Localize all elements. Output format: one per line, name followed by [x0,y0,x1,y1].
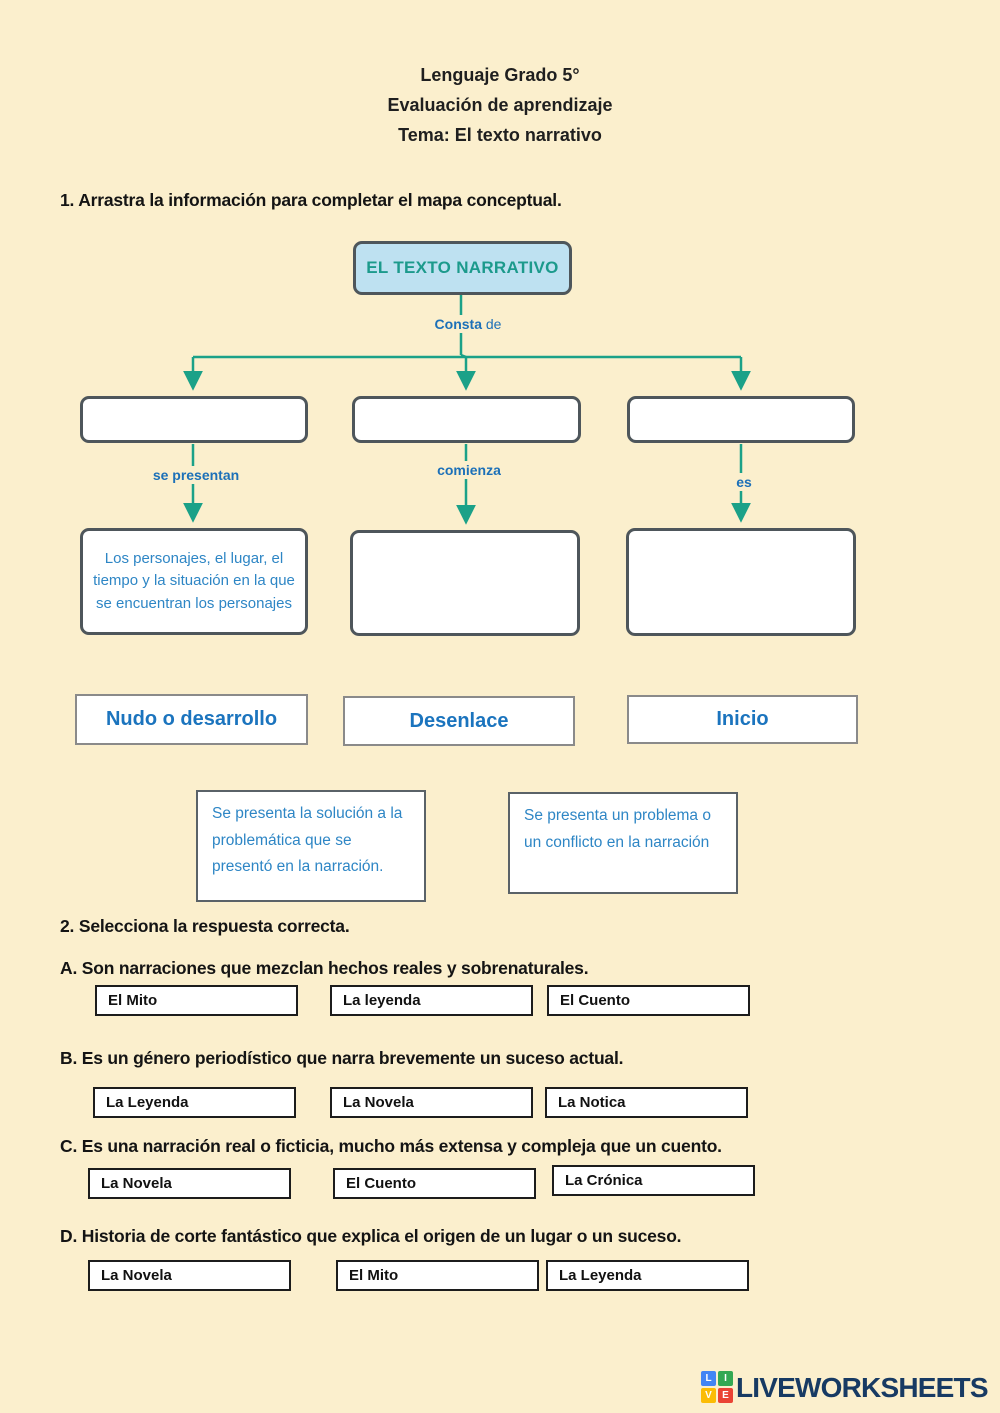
draggable-nudo-o-desarrollo[interactable]: Nudo o desarrollo [75,694,308,745]
drop-zone-stage-3[interactable] [627,396,855,443]
question-c-option-2[interactable]: El Cuento [333,1168,536,1199]
header-topic: Tema: El texto narrativo [398,125,602,145]
question-a-option-3[interactable]: El Cuento [547,985,750,1016]
connector-label-comienza: comienza [396,461,542,479]
logo-square-l: L [701,1371,716,1386]
root-node-label: EL TEXTO NARRATIVO [366,258,559,277]
concept-map-root-node: EL TEXTO NARRATIVO [353,241,572,295]
section1-title: 1. Arrastra la información para completa… [60,190,562,210]
worksheet-header: Lenguaje Grado 5° Evaluación de aprendiz… [0,60,1000,150]
liveworksheets-brand: LIVEWORKSHEETS [736,1372,989,1403]
question-b-label: B. Es un género periodístico que narra b… [60,1048,624,1068]
leaf-text: Los personajes, el lugar, el tiempo y la… [93,549,295,612]
concept-map-leaf-filled: Los personajes, el lugar, el tiempo y la… [80,528,308,635]
header-subtitle: Evaluación de aprendizaje [387,95,613,115]
drop-zone-stage-1[interactable] [80,396,308,443]
section2-title: 2. Selecciona la respuesta correcta. [60,916,350,936]
logo-square-i: I [718,1371,733,1386]
question-c-option-1[interactable]: La Novela [88,1168,291,1199]
question-b-option-2[interactable]: La Novela [330,1087,533,1118]
question-d-option-3[interactable]: La Leyenda [546,1260,749,1291]
question-a-label: A. Son narraciones que mezclan hechos re… [60,958,589,978]
drop-zone-stage-2[interactable] [352,396,581,443]
logo-square-v: V [701,1388,716,1403]
question-b-option-3[interactable]: La Notica [545,1087,748,1118]
connector-label-consta-de: Consta de [420,315,516,333]
question-b-option-1[interactable]: La Leyenda [93,1087,296,1118]
connector-label-se-presentan: se presentan [123,466,269,484]
question-a-option-2[interactable]: La leyenda [330,985,533,1016]
question-d-option-2[interactable]: El Mito [336,1260,539,1291]
question-d-option-1[interactable]: La Novela [88,1260,291,1291]
header-course: Lenguaje Grado 5° [420,65,580,85]
draggable-description-problema[interactable]: Se presenta un problema o un conflicto e… [508,792,738,894]
question-a-option-1[interactable]: El Mito [95,985,298,1016]
connector-label-es: es [671,473,817,491]
draggable-inicio[interactable]: Inicio [627,695,858,744]
drop-zone-description-2[interactable] [350,530,580,636]
question-c-option-3[interactable]: La Crónica [552,1165,755,1196]
drop-zone-description-3[interactable] [626,528,856,636]
draggable-desenlace[interactable]: Desenlace [343,696,575,746]
draggable-description-solucion[interactable]: Se presenta la solución a la problemátic… [196,790,426,902]
question-c-label: C. Es una narración real o ficticia, muc… [60,1136,722,1156]
logo-square-e: E [718,1388,733,1403]
question-d-label: D. Historia de corte fantástico que expl… [60,1226,682,1246]
liveworksheets-logo-icon: L I V E [701,1371,733,1403]
